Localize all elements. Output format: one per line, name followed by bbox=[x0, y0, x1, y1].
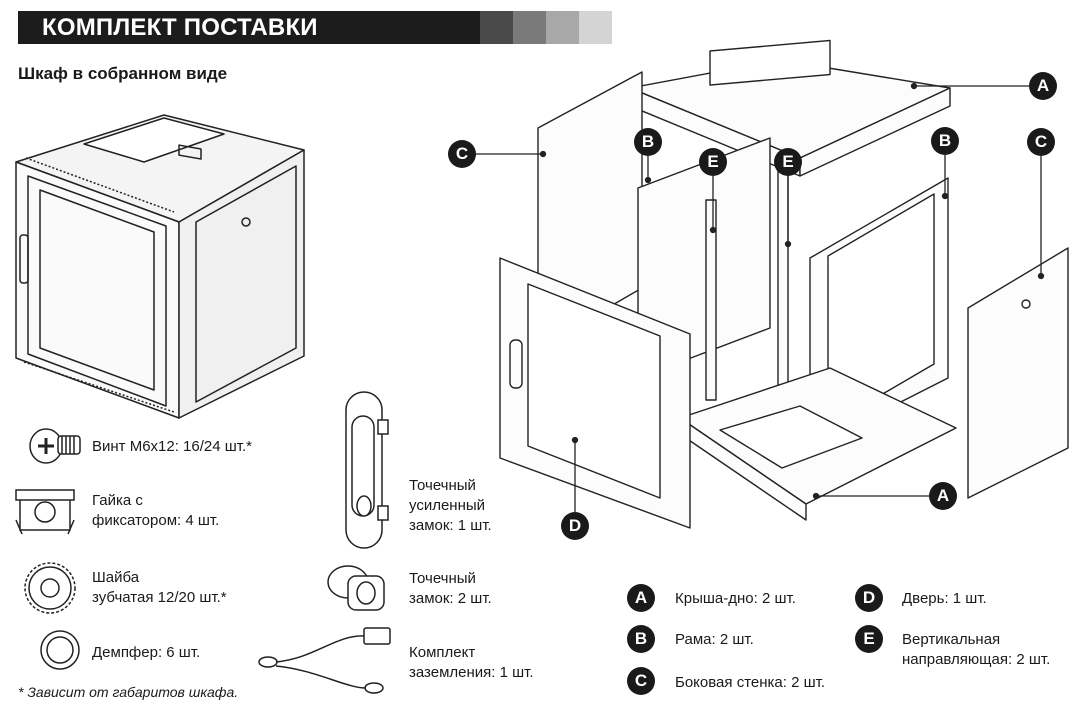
badge-e-left: E bbox=[699, 148, 727, 176]
badge-b-left: B bbox=[634, 128, 662, 156]
badge-c-right: C bbox=[1027, 128, 1055, 156]
legend-text-c: Боковая стенка: 2 шт. bbox=[675, 674, 826, 691]
legend-badge-d: D bbox=[855, 584, 883, 612]
badge-a-bottom: A bbox=[929, 482, 957, 510]
badge-d-door: D bbox=[561, 512, 589, 540]
item-washer-label: Шайба зубчатая 12/20 шт.* bbox=[92, 569, 227, 606]
legend-text-a: Крыша-дно: 2 шт. bbox=[675, 590, 796, 607]
cage-nut-icon bbox=[15, 489, 75, 535]
badge-a-top: A bbox=[1029, 72, 1057, 100]
badge-b-right: B bbox=[931, 127, 959, 155]
item-point-lock-label: Точечный замок: 2 шт. bbox=[409, 570, 492, 607]
screw-icon bbox=[29, 428, 81, 464]
grounding-kit-icon bbox=[258, 627, 391, 694]
footnote: * Зависит от габаритов шкафа. bbox=[18, 684, 239, 700]
badge-c-left: C bbox=[448, 140, 476, 168]
legend-badge-c: C bbox=[627, 667, 655, 695]
toothed-washer-icon bbox=[24, 562, 76, 614]
assembled-cabinet-illustration bbox=[15, 114, 305, 419]
title-gradient-block bbox=[513, 11, 546, 44]
item-reinforced-lock-label: Точечный усиленный замок: 1 шт. bbox=[409, 477, 492, 534]
exploded-cabinet-illustration bbox=[499, 39, 1069, 529]
title-gradient-block bbox=[546, 11, 579, 44]
damper-icon bbox=[40, 630, 80, 670]
title-gradient-block bbox=[579, 11, 612, 44]
legend-text-e: Вертикальная направляющая: 2 шт. bbox=[902, 631, 1051, 668]
item-cage-nut-label: Гайка с фиксатором: 4 шт. bbox=[92, 492, 220, 529]
badge-e-right: E bbox=[774, 148, 802, 176]
point-lock-icon bbox=[327, 565, 385, 611]
title-bar bbox=[18, 11, 480, 44]
item-damper-label: Демпфер: 6 шт. bbox=[92, 644, 201, 661]
legend-badge-b: B bbox=[627, 625, 655, 653]
page-title: КОМПЛЕКТ ПОСТАВКИ bbox=[42, 14, 318, 41]
reinforced-lock-icon bbox=[345, 391, 389, 549]
legend-badge-e: E bbox=[855, 625, 883, 653]
legend-text-b: Рама: 2 шт. bbox=[675, 631, 754, 648]
section-subtitle: Шкаф в собранном виде bbox=[18, 64, 228, 83]
item-grounding-label: Комплект заземления: 1 шт. bbox=[409, 644, 534, 681]
legend-text-d: Дверь: 1 шт. bbox=[902, 590, 987, 607]
title-gradient-block bbox=[480, 11, 513, 44]
legend-badge-a: A bbox=[627, 584, 655, 612]
item-screw-label: Винт М6х12: 16/24 шт.* bbox=[92, 438, 253, 455]
